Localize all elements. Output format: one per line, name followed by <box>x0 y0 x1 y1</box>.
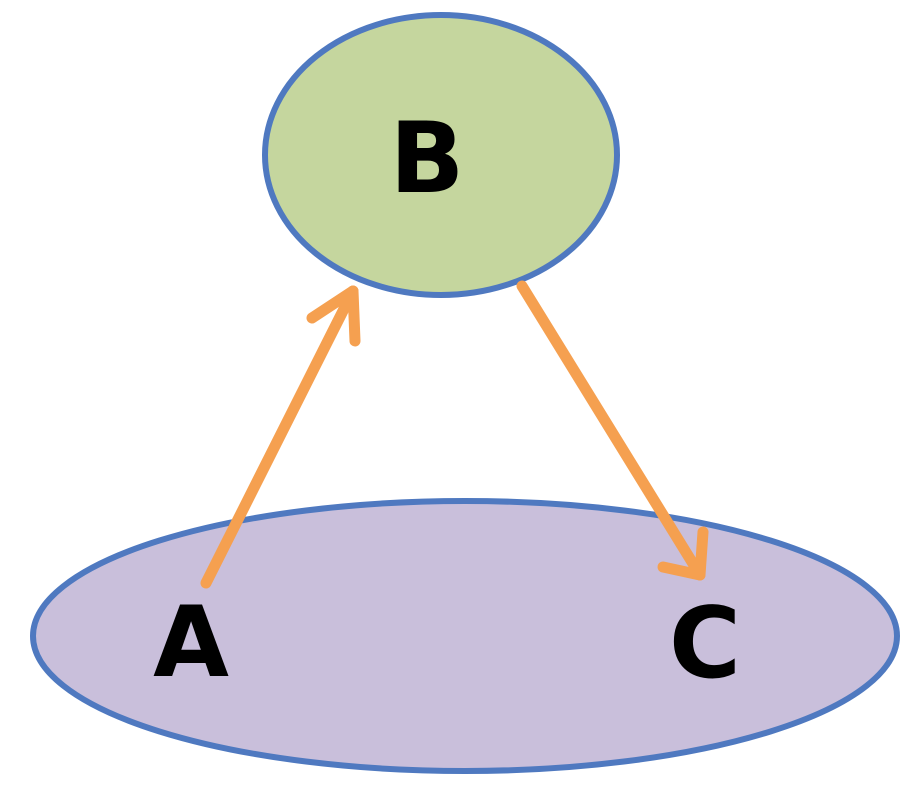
arrow-b-to-c <box>516 280 709 581</box>
arrow-a-to-b <box>200 285 361 589</box>
node-label-b: B <box>390 102 465 216</box>
node-label-a: A <box>153 586 229 700</box>
ellipse-b <box>262 12 620 298</box>
node-label-c: C <box>669 587 741 701</box>
